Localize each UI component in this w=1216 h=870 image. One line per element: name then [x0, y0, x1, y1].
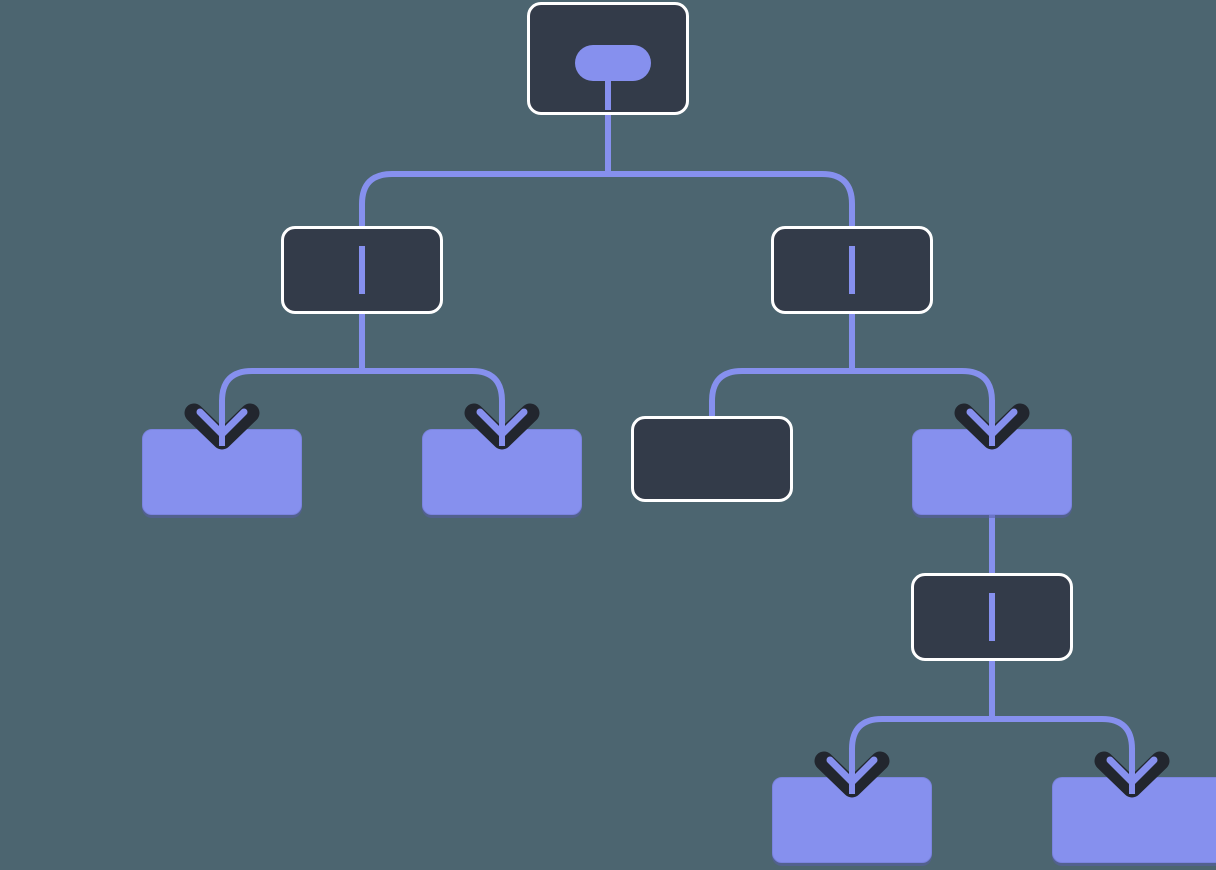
level4-leaf-b-label: [1053, 778, 1216, 862]
level2-branch-node[interactable]: [912, 429, 1072, 515]
level2-branch-node-label: [913, 430, 1071, 514]
level4-leaf-b[interactable]: [1052, 777, 1216, 863]
level4-leaf-a[interactable]: [772, 777, 932, 863]
root-node-badge: [575, 45, 651, 81]
level2-dark-node[interactable]: [631, 416, 793, 502]
level2-leaf-b[interactable]: [422, 429, 582, 515]
root-node[interactable]: [527, 2, 689, 115]
level1-left-node[interactable]: [281, 226, 443, 314]
level3-dark-node-label: [914, 576, 1070, 658]
level1-left-node-label: [284, 229, 440, 311]
level3-dark-node[interactable]: [911, 573, 1073, 661]
level1-right-node[interactable]: [771, 226, 933, 314]
level2-leaf-a[interactable]: [142, 429, 302, 515]
level1-right-node-label: [774, 229, 930, 311]
level2-dark-node-label: [634, 419, 790, 499]
level2-leaf-a-label: [143, 430, 301, 514]
level4-leaf-a-label: [773, 778, 931, 862]
level2-leaf-b-label: [423, 430, 581, 514]
